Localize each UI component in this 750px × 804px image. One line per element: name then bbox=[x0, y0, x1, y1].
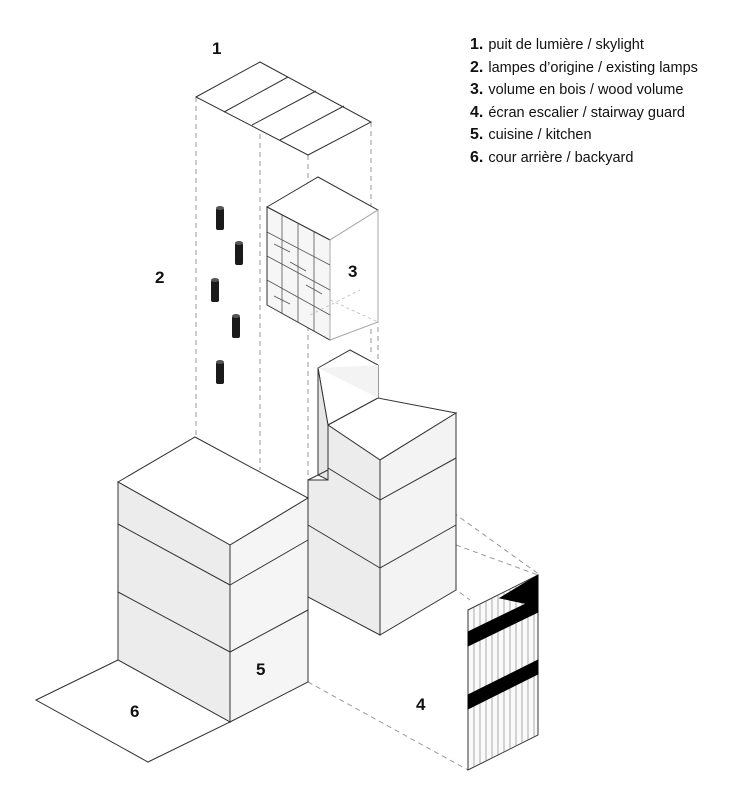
lamp-icon bbox=[216, 206, 224, 230]
legend-item: 5.cuisine / kitchen bbox=[470, 126, 592, 144]
legend-item: 4.écran escalier / stairway guard bbox=[470, 103, 685, 121]
legend-item: 1.puit de lumière / skylight bbox=[470, 36, 644, 53]
lamp-icon bbox=[211, 278, 219, 302]
lamp-icon bbox=[232, 314, 240, 338]
existing-lamps bbox=[211, 206, 243, 384]
label-lamps: 2 bbox=[155, 268, 164, 287]
label-stair-guard: 4 bbox=[416, 695, 426, 714]
legend-item: 3.volume en bois / wood volume bbox=[470, 81, 684, 99]
label-skylight: 1 bbox=[212, 39, 221, 58]
upper-volume bbox=[307, 349, 458, 636]
wood-volume bbox=[265, 176, 379, 341]
kitchen-volume bbox=[116, 436, 329, 723]
label-kitchen: 5 bbox=[256, 660, 265, 679]
legend-item: 6.cour arrière / backyard bbox=[470, 148, 634, 166]
lamp-icon bbox=[216, 360, 224, 384]
stairway-guard bbox=[467, 574, 539, 771]
label-backyard: 6 bbox=[130, 702, 139, 721]
label-wood-volume: 3 bbox=[348, 262, 357, 281]
skylight bbox=[194, 61, 373, 156]
lamp-icon bbox=[235, 241, 243, 265]
legend: 1.puit de lumière / skylight 2.lampes d’… bbox=[470, 34, 745, 170]
legend-item: 2.lampes d’origine / existing lamps bbox=[470, 58, 698, 76]
backyard bbox=[34, 659, 232, 763]
